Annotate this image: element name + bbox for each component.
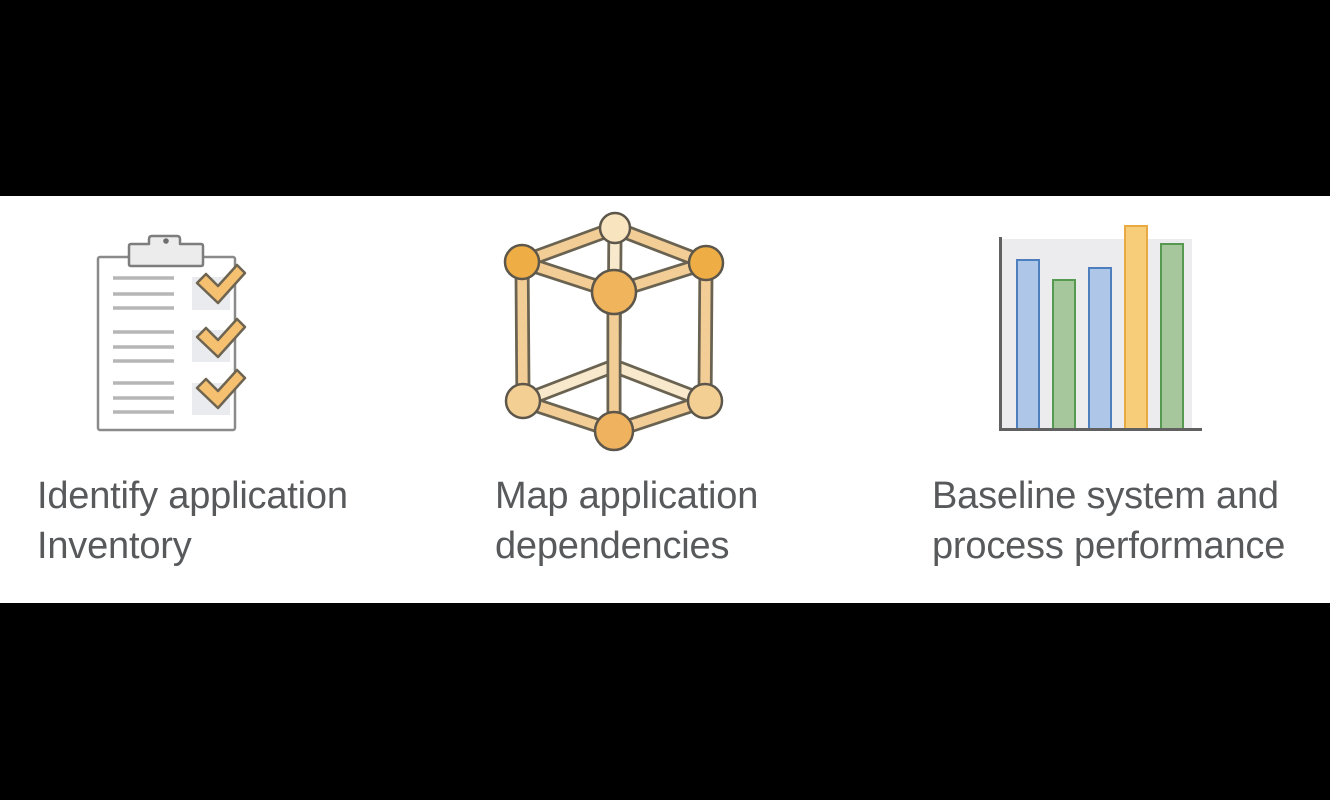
bar-chart-bar-4-yellow — [1124, 225, 1148, 430]
bar-chart-bar-1-blue — [1016, 259, 1040, 430]
checkmark-icons — [195, 263, 247, 410]
bar-chart-icon — [999, 225, 1202, 431]
feature-caption-baseline-system-process-performance: Baseline system and process performance — [932, 471, 1285, 571]
cube-node-top — [598, 211, 632, 245]
caption-line: Map application — [495, 475, 759, 517]
cube-node-bottom — [593, 410, 635, 452]
bar-chart-bar-3-blue — [1088, 267, 1112, 430]
clipboard-text-lines — [113, 276, 174, 414]
cube-node-center — [590, 268, 638, 316]
caption-line: Baseline system and — [932, 475, 1279, 517]
caption-line: Identify application — [37, 475, 348, 517]
cube-node-lower-right — [686, 382, 724, 420]
caption-line: dependencies — [495, 525, 730, 567]
cube-node-upper-right — [687, 244, 725, 282]
clipboard-checklist-icon — [96, 234, 247, 432]
cube-node-upper-left — [503, 243, 541, 281]
bar-chart-bar-2-green — [1052, 279, 1076, 430]
clipboard-clip-dot — [163, 238, 169, 244]
feature-caption-map-application-dependencies: Map application dependencies — [495, 471, 758, 571]
bar-chart-bars — [1016, 225, 1184, 430]
bar-chart-bar-5-green — [1160, 243, 1184, 430]
bar-chart-axes — [999, 237, 1202, 431]
cube-nodes — [503, 211, 725, 452]
clipboard-clip — [127, 234, 205, 268]
feature-caption-identify-application-inventory: Identify application Inventory — [37, 471, 348, 571]
cube-node-lower-left — [504, 382, 542, 420]
cube-network-icon — [503, 211, 725, 452]
content-band: Identify application Inventory Map appli… — [0, 196, 1330, 603]
caption-line: Inventory — [37, 525, 192, 567]
caption-line: process performance — [932, 525, 1286, 567]
